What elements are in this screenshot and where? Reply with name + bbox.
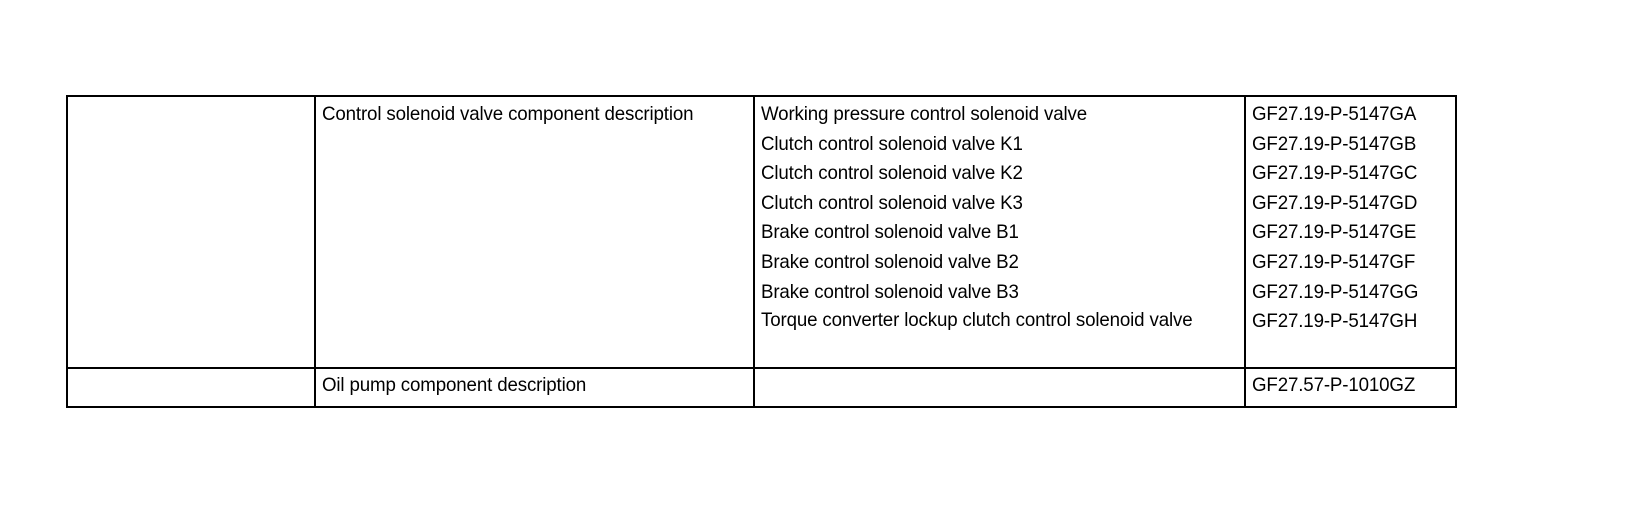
document-reference[interactable]: GF27.19-P-5147GB: [1252, 132, 1417, 155]
list-item: Brake control solenoid valve B1: [761, 221, 1019, 244]
document-reference[interactable]: GF27.19-P-5147GA: [1252, 103, 1417, 125]
table-row: Control solenoid valve component descrip…: [66, 95, 1457, 369]
list-item: Clutch control solenoid valve K2: [761, 162, 1023, 185]
list-item: Working pressure control solenoid valve: [761, 103, 1087, 125]
component-description-table: Control solenoid valve component descrip…: [66, 95, 1457, 408]
table-row: Oil pump component description GF27.57-P…: [66, 367, 1457, 408]
list-item: Brake control solenoid valve B2: [761, 250, 1019, 273]
document-reference[interactable]: GF27.19-P-5147GD: [1252, 191, 1418, 214]
document-reference[interactable]: GF27.57-P-1010GZ: [1252, 374, 1416, 396]
list-item: Brake control solenoid valve B3: [761, 280, 1019, 303]
group-description-cell: Oil pump component description: [314, 367, 755, 408]
component-item-cell: Working pressure control solenoid valve …: [753, 95, 1246, 369]
row-index-cell: [66, 367, 316, 408]
list-item: Clutch control solenoid valve K3: [761, 191, 1023, 214]
document-reference[interactable]: GF27.19-P-5147GH: [1252, 310, 1418, 333]
document-reference[interactable]: GF27.19-P-5147GG: [1252, 280, 1419, 303]
group-description-label: Control solenoid valve component descrip…: [322, 103, 694, 125]
row-index-cell: [66, 95, 316, 369]
document-reference-cell: GF27.19-P-5147GA GF27.19-P-5147GB GF27.1…: [1244, 95, 1457, 369]
document-reference[interactable]: GF27.19-P-5147GC: [1252, 162, 1418, 185]
document-reference-cell: GF27.57-P-1010GZ: [1244, 367, 1457, 408]
group-description-cell: Control solenoid valve component descrip…: [314, 95, 755, 369]
group-description-label: Oil pump component description: [322, 374, 587, 396]
list-item: Clutch control solenoid valve K1: [761, 132, 1023, 155]
component-item-cell: [753, 367, 1246, 408]
document-reference[interactable]: GF27.19-P-5147GF: [1252, 250, 1416, 273]
list-item: Torque converter lockup clutch control s…: [761, 309, 1193, 332]
document-reference[interactable]: GF27.19-P-5147GE: [1252, 221, 1417, 244]
